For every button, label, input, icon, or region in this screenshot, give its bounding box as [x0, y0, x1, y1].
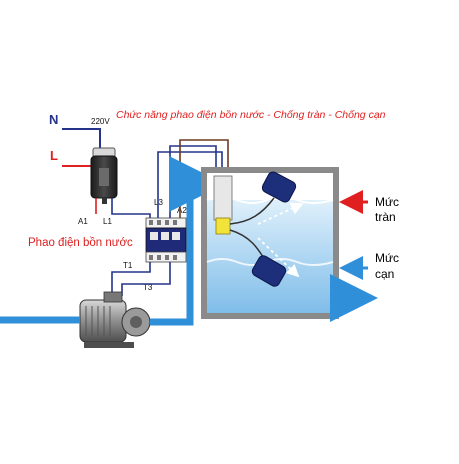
- lower-float: [251, 255, 287, 287]
- terminal-t1-label: T1: [123, 261, 133, 270]
- low-level-label-2: cạn: [375, 267, 394, 281]
- float-switch-device: [90, 147, 118, 204]
- terminal-a1-label: A1: [78, 217, 88, 226]
- wire-l1: [111, 198, 151, 220]
- overflow-level-label: Mức: [375, 195, 399, 209]
- upper-float: [261, 171, 297, 203]
- wire-t3: [121, 262, 171, 296]
- upper-float-motion-arrow: [257, 202, 304, 225]
- neutral-wire: [62, 128, 101, 148]
- wire-t1: [111, 262, 151, 296]
- neutral-label: N: [49, 112, 58, 127]
- device-label: Phao điện bồn nước: [28, 237, 133, 249]
- diagram-title: Chức năng phao điện bồn nước - Chống trà…: [116, 109, 386, 121]
- terminal-l1-label: L1: [103, 217, 112, 226]
- low-level-label: Mức: [375, 251, 399, 265]
- water-pump: [79, 291, 151, 348]
- contactor: [145, 217, 187, 263]
- overflow-level-label-2: tràn: [375, 210, 396, 224]
- terminal-t3-label: T3: [143, 283, 153, 292]
- voltage-label: 220V: [91, 117, 110, 126]
- live-label: L: [50, 148, 58, 163]
- terminal-a2-label: A2: [177, 206, 187, 215]
